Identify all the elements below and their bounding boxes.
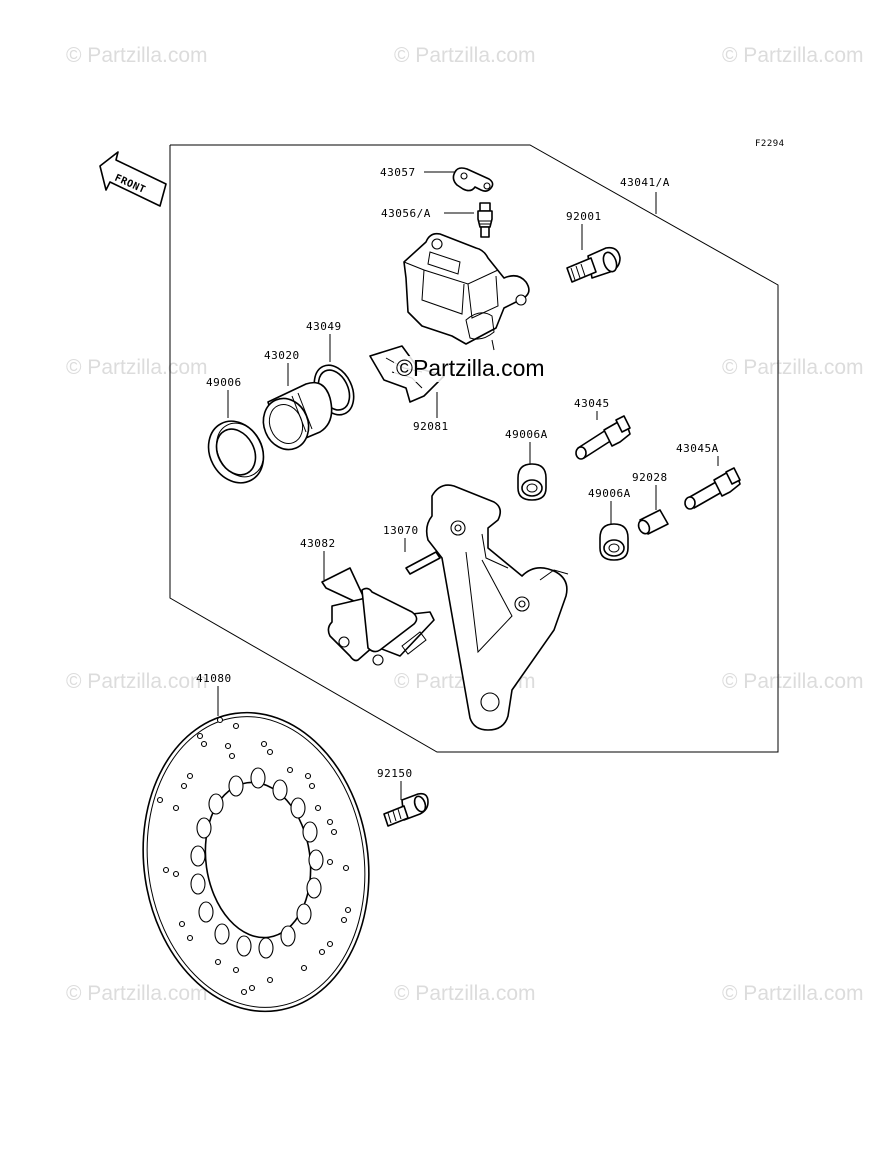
callout-49006a-1: 49006A <box>505 428 548 441</box>
caliper-body-part-icon <box>403 232 530 351</box>
callout-49006a-2: 49006A <box>588 487 631 500</box>
brake-pad-part-icon <box>321 567 435 666</box>
callout-43082: 43082 <box>300 537 336 550</box>
callout-43056a: 43056/A <box>381 207 431 220</box>
callout-92081: 92081 <box>413 420 449 433</box>
watermark: © Partzilla.com <box>394 982 536 1005</box>
callout-43057: 43057 <box>380 166 416 179</box>
bolt-92001-part-icon <box>566 246 621 283</box>
pin-boot-part-icon <box>517 463 547 501</box>
callout-41080: 41080 <box>196 672 232 685</box>
watermark: © Partzilla.com <box>66 982 208 1005</box>
figure-code: F2294 <box>755 139 785 149</box>
watermark: © Partzilla.com <box>722 670 864 693</box>
callout-43049: 43049 <box>306 320 342 333</box>
center-watermark-text: ©Partzilla.com <box>396 355 545 381</box>
front-arrow-icon: FRONT <box>99 151 167 207</box>
callout-43041a: 43041/A <box>620 176 670 189</box>
watermark: © Partzilla.com <box>394 44 536 67</box>
rotor-bolt-part-icon <box>383 792 429 827</box>
watermark: © Partzilla.com <box>66 44 208 67</box>
caliper-assembly-boundary <box>169 144 779 753</box>
callout-92001: 92001 <box>566 210 602 223</box>
slide-pin-a-part-icon <box>684 467 741 510</box>
callout-49006: 49006 <box>206 376 242 389</box>
watermark: © Partzilla.com <box>722 44 864 67</box>
callout-13070: 13070 <box>383 524 419 537</box>
piston-part-icon <box>262 381 333 451</box>
callout-43045: 43045 <box>574 397 610 410</box>
pad-plate-part-icon <box>405 551 441 575</box>
dust-seal-part-icon <box>207 420 265 484</box>
collar-part-icon <box>637 509 669 535</box>
brake-disc-part-icon <box>142 711 370 1013</box>
callout-92028: 92028 <box>632 471 668 484</box>
callout-43020: 43020 <box>264 349 300 362</box>
slide-pin-part-icon <box>575 415 631 460</box>
watermark: © Partzilla.com <box>66 670 208 693</box>
caliper-plate-part-icon <box>452 167 494 192</box>
callout-43045a: 43045A <box>676 442 719 455</box>
watermark: © Partzilla.com <box>66 356 208 379</box>
center-watermark: ©Partzilla.com <box>394 355 580 382</box>
caliper-bracket-part-icon <box>425 484 569 731</box>
callout-92150: 92150 <box>377 767 413 780</box>
pin-boot-part-icon <box>599 523 629 561</box>
watermark: © Partzilla.com <box>722 356 864 379</box>
bleed-valve-part-icon <box>477 202 493 238</box>
watermark: © Partzilla.com <box>722 982 864 1005</box>
